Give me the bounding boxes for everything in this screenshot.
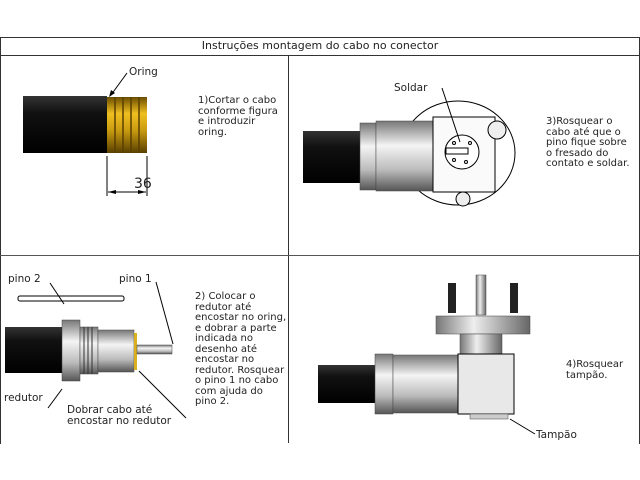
step1-instruction: 1)Cortar o cabo conforme figura e introd… xyxy=(198,95,278,138)
step4-instruction: 4)Rosquear tampão. xyxy=(566,359,624,381)
step2-reducer-drawing xyxy=(5,281,187,419)
step1-cable-drawing xyxy=(23,72,148,196)
soldar-label: Soldar xyxy=(394,82,428,94)
dimension-value: 36 xyxy=(134,176,152,192)
vertical-divider xyxy=(288,56,289,443)
oring-label: Oring xyxy=(129,66,158,78)
step3-connector-drawing xyxy=(303,87,516,207)
tampao-label: Tampão xyxy=(536,429,577,441)
pino-2-rod xyxy=(17,295,125,302)
step3-instruction: 3)Rosquear o cabo até que o pino fique s… xyxy=(546,116,630,169)
cable-jacket xyxy=(23,96,107,153)
step2-instruction: 2) Colocar o redutor até encostar no ori… xyxy=(195,291,287,407)
step4-assembled-connector-drawing xyxy=(318,274,536,435)
pino-1-label: pino 1 xyxy=(119,273,152,285)
horizontal-divider xyxy=(0,255,640,256)
pino-2-label: pino 2 xyxy=(8,273,41,285)
redutor-label: redutor xyxy=(4,392,43,404)
sheet-title: Instruções montagem do cabo no conector xyxy=(0,37,640,56)
corrugated-conductor xyxy=(107,97,147,153)
dobrar-cabo-label: Dobrar cabo até encostar no redutor xyxy=(67,404,172,427)
